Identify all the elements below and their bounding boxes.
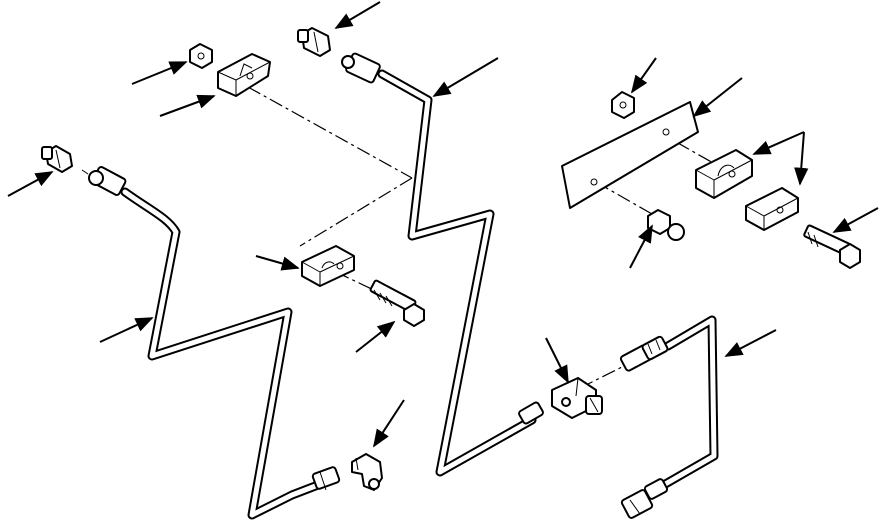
leader-arrow bbox=[545, 337, 569, 384]
leader-arrow bbox=[832, 207, 879, 233]
lower-tube-clamp bbox=[301, 245, 355, 287]
upper-tube-clamp bbox=[217, 53, 271, 97]
center-tube-lower-fitting bbox=[518, 401, 544, 425]
center-tube-fitting bbox=[341, 52, 381, 84]
leader-arrow bbox=[432, 57, 499, 97]
upper-hex-nut bbox=[189, 43, 213, 69]
leader-arrow bbox=[373, 399, 405, 448]
right-tube-lower-fitting bbox=[620, 478, 669, 519]
leader-arrow bbox=[794, 131, 809, 186]
bracket-hex-nut bbox=[611, 91, 635, 119]
tee-junction-block bbox=[551, 377, 603, 419]
right-tube-upper-fitting bbox=[619, 335, 669, 372]
left-tube-fitting bbox=[81, 166, 127, 196]
left-brake-tube bbox=[120, 187, 323, 520]
elbow-connector bbox=[351, 453, 383, 491]
bracket-screw bbox=[647, 209, 685, 241]
center-tube-fitting-nut bbox=[297, 27, 331, 57]
leader-arrow bbox=[334, 1, 381, 29]
left-tube-fitting-nut bbox=[41, 145, 73, 173]
leader-arrow bbox=[7, 171, 54, 197]
leader-arrow bbox=[131, 61, 188, 85]
leader-arrow bbox=[159, 94, 216, 117]
right-lower-clamp bbox=[745, 187, 799, 231]
leader-arrow bbox=[692, 77, 743, 118]
right-clamp-bolt bbox=[803, 224, 861, 269]
leader-arrow bbox=[724, 329, 777, 357]
leader-arrow bbox=[630, 57, 657, 94]
clamp-bolt bbox=[369, 279, 425, 327]
leader-arrow bbox=[752, 131, 805, 155]
mounting-plate bbox=[561, 101, 699, 209]
right-upper-clamp bbox=[695, 149, 753, 199]
leader-arrow bbox=[99, 317, 154, 343]
leader-arrow bbox=[629, 224, 653, 269]
left-tube-lower-fitting bbox=[311, 466, 341, 491]
leader-arrow bbox=[355, 320, 396, 353]
leader-arrows bbox=[7, 1, 879, 448]
center-brake-tube bbox=[377, 69, 537, 477]
leader-arrow bbox=[255, 255, 300, 271]
right-brake-tube bbox=[643, 315, 719, 499]
